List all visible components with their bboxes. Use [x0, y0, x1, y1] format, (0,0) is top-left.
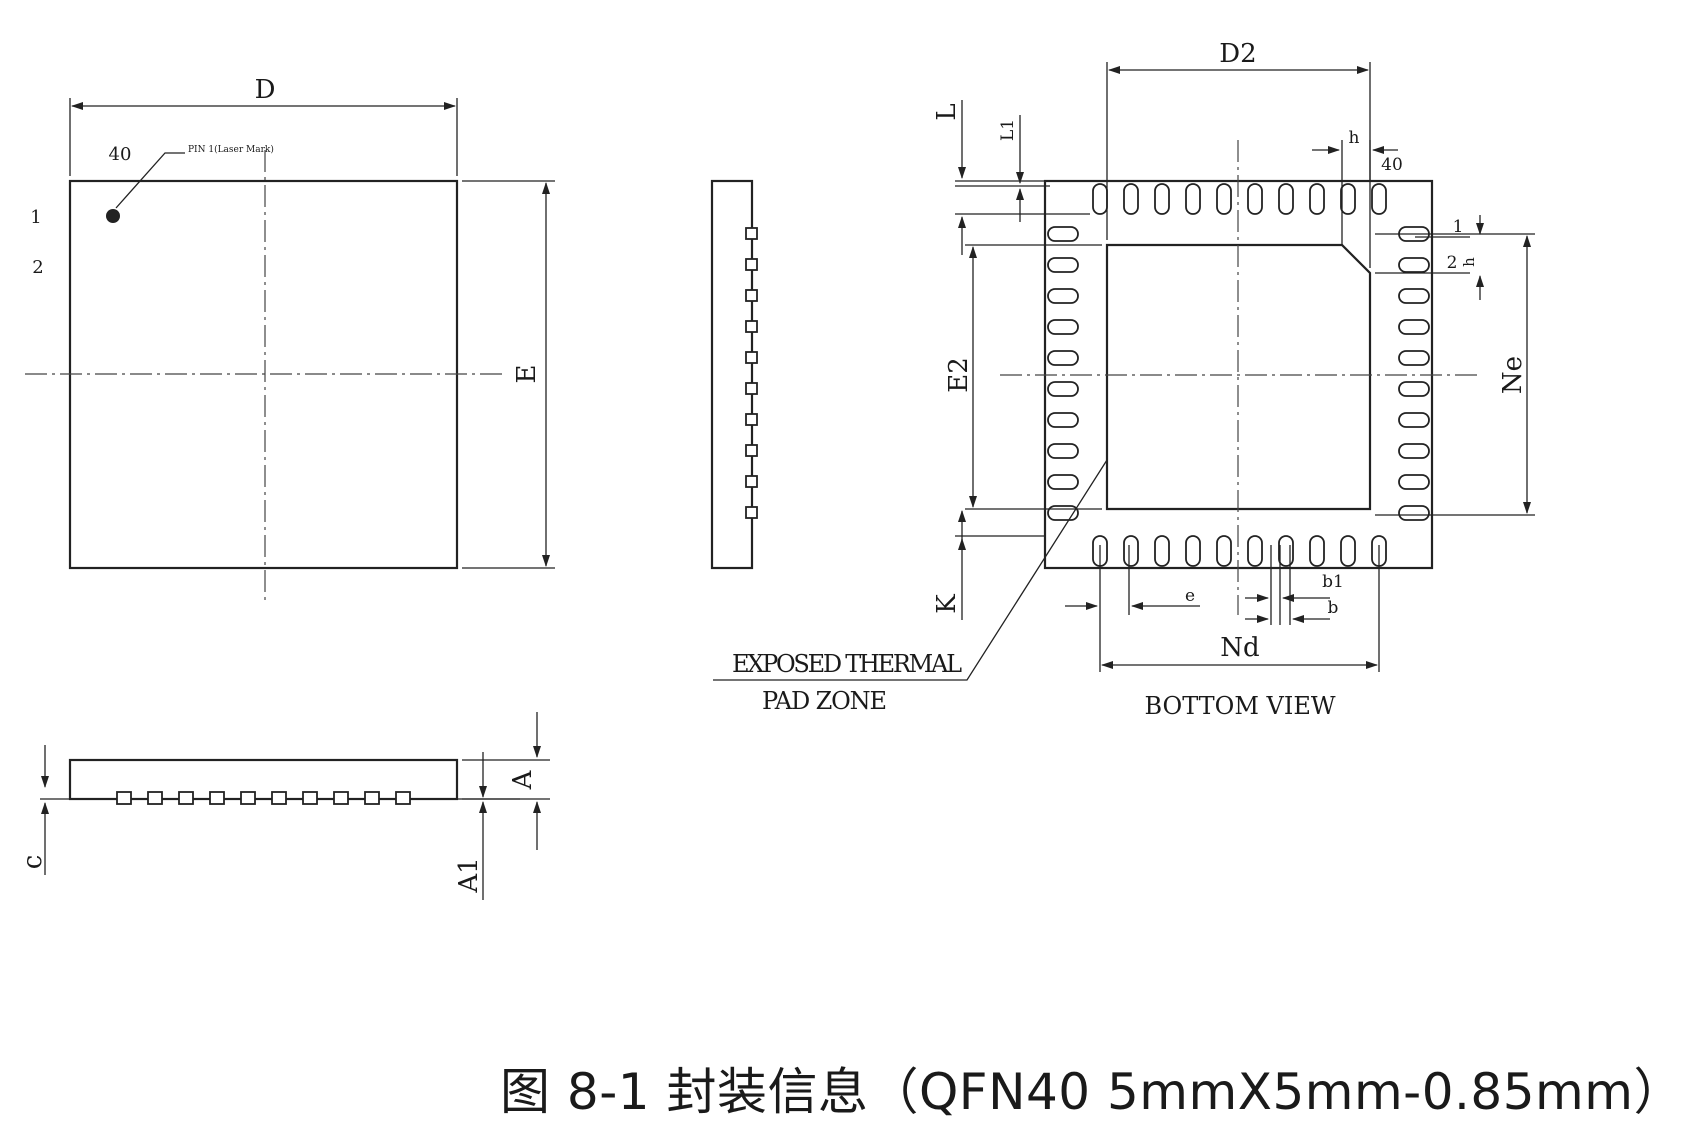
pad-left	[1047, 381, 1079, 397]
pad-top	[1278, 183, 1294, 215]
dim-l1-label: L1	[998, 119, 1018, 141]
dim-d-label: D	[255, 75, 276, 105]
pad-left	[1047, 319, 1079, 335]
side-pin	[745, 351, 758, 364]
pad-top	[1247, 183, 1263, 215]
side-pin	[240, 791, 256, 805]
side-pin	[745, 227, 758, 240]
pad-right	[1398, 288, 1430, 304]
dim-a-label: A	[508, 769, 538, 790]
pad-left	[1047, 257, 1079, 273]
pad-bottom	[1340, 535, 1356, 567]
pad-left	[1047, 350, 1079, 366]
thermal-pad-label-line1: EXPOSED THERMAL	[732, 650, 962, 678]
pin-number-40: 40	[109, 144, 132, 165]
pad-top	[1185, 183, 1201, 215]
side-view: A A1 c	[18, 712, 550, 900]
side-pin	[364, 791, 380, 805]
pad-bottom	[1309, 535, 1325, 567]
pad-bottom	[1123, 535, 1139, 567]
dim-b-label: b	[1328, 598, 1339, 618]
dim-c-label: c	[18, 855, 48, 870]
pin-number-1: 1	[30, 207, 41, 228]
dim-nd-label: Nd	[1220, 633, 1259, 663]
pad-bottom	[1154, 535, 1170, 567]
pad-right	[1398, 443, 1430, 459]
side-pin	[209, 791, 225, 805]
pad-top	[1216, 183, 1232, 215]
dim-h-top-label: h	[1349, 128, 1360, 148]
top-view: D E PIN 1(Laser Mark) 40 1 2	[25, 75, 555, 605]
side-pin	[745, 475, 758, 488]
pad-bottom	[1216, 535, 1232, 567]
dim-h-side-label: h	[1460, 257, 1478, 267]
pad-right	[1398, 505, 1430, 521]
dim-d2-label: D2	[1219, 39, 1256, 69]
pad-right	[1398, 381, 1430, 397]
pad-top	[1371, 183, 1387, 215]
pin-number-1-bottom: 1	[1453, 217, 1464, 237]
side-pin	[395, 791, 411, 805]
pin1-note: PIN 1(Laser Mark)	[188, 144, 274, 155]
thermal-pad-label-line2: PAD ZONE	[762, 687, 887, 715]
pad-left	[1047, 226, 1079, 242]
side-pin	[745, 444, 758, 457]
side-pin	[271, 791, 287, 805]
side-pin	[745, 413, 758, 426]
dim-e-pitch-label: e	[1185, 586, 1195, 606]
pad-right	[1398, 350, 1430, 366]
side-pin	[745, 289, 758, 302]
pin-number-2-bottom: 2	[1447, 253, 1458, 273]
side-pin	[116, 791, 132, 805]
pin1-leader-line	[115, 152, 185, 209]
pad-top	[1123, 183, 1139, 215]
pad-top	[1340, 183, 1356, 215]
dim-e-label: E	[512, 365, 542, 384]
figure-caption: 图 8-1 封装信息（QFN40 5mmX5mm-0.85mm）	[500, 1063, 1684, 1121]
pad-left	[1047, 474, 1079, 490]
pad-top	[1092, 183, 1108, 215]
bottom-view: D2 L L1 E2 K Ne h 40	[713, 39, 1535, 720]
dim-k-label: K	[932, 594, 962, 614]
pad-bottom	[1247, 535, 1263, 567]
side-pin	[178, 791, 194, 805]
pin-number-40-bottom: 40	[1381, 155, 1403, 175]
pad-left	[1047, 288, 1079, 304]
side-pin	[333, 791, 349, 805]
dim-ne-label: Ne	[1498, 356, 1528, 394]
pad-right	[1398, 319, 1430, 335]
side-pin	[302, 791, 318, 805]
dim-e2-label: E2	[944, 357, 974, 393]
side-pin	[147, 791, 163, 805]
package-drawing: D E PIN 1(Laser Mark) 40 1 2 A A1 c	[18, 39, 1535, 900]
pad-right	[1398, 474, 1430, 490]
side-view-vertical	[710, 179, 758, 570]
pad-left	[1047, 443, 1079, 459]
pin1-laser-mark	[106, 209, 120, 223]
dim-a1-label: A1	[454, 857, 484, 893]
side-pin	[745, 258, 758, 271]
pad-right	[1398, 412, 1430, 428]
pad-left	[1047, 412, 1079, 428]
pad-top	[1154, 183, 1170, 215]
exposed-thermal-pad	[1105, 243, 1372, 511]
pin-number-2: 2	[32, 257, 43, 278]
pad-right	[1398, 257, 1430, 273]
side-pins-vertical	[745, 227, 758, 519]
side-profile-outline	[710, 179, 754, 570]
bottom-view-title: BOTTOM VIEW	[1144, 692, 1335, 720]
dim-l-label: L	[932, 103, 962, 120]
side-pin	[745, 320, 758, 333]
dim-b1-label: b1	[1322, 572, 1344, 592]
side-pins-horizontal	[116, 791, 411, 805]
thermal-pad-leader-line	[713, 459, 1108, 681]
side-pin	[745, 506, 758, 519]
pad-top	[1309, 183, 1325, 215]
pad-bottom	[1278, 535, 1294, 567]
pad-bottom	[1185, 535, 1201, 567]
side-pin	[745, 382, 758, 395]
